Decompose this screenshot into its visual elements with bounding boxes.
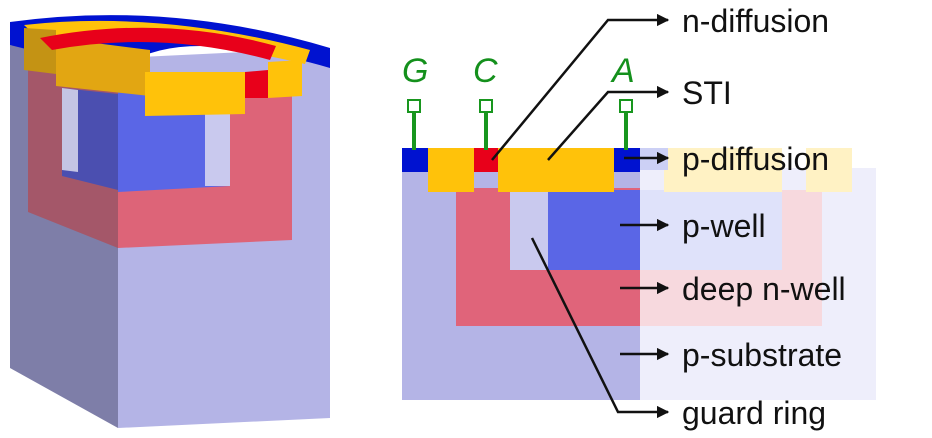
- terminal-c: [479, 99, 493, 150]
- arrow-sti: [547, 85, 670, 161]
- arrow-guard-ring: [530, 237, 670, 419]
- sti-center-block: [56, 38, 150, 96]
- n-diffusion-front: [245, 70, 268, 98]
- label-sti: STI: [682, 75, 732, 111]
- label-p-substrate: p-substrate: [682, 337, 842, 373]
- guard-ring-slot: [205, 95, 230, 186]
- label-n-diffusion: n-diffusion: [682, 3, 829, 39]
- terminal-label-c: C: [473, 52, 498, 90]
- terminal-label-g: G: [402, 52, 428, 90]
- sti-left-block: [24, 28, 56, 74]
- sti-left: [428, 148, 474, 192]
- sti-right-block: [268, 60, 302, 98]
- mirror-sti-2: [806, 148, 852, 192]
- p-diffusion-left: [402, 148, 428, 172]
- terminal-label-a: A: [610, 52, 635, 90]
- terminal-g: [407, 99, 421, 150]
- arrow-n-diffusion: [491, 13, 670, 161]
- terminal-a: [619, 99, 633, 150]
- cross-section-view: G C A n-diffusion STI p-diffusion p-well…: [402, 3, 876, 431]
- label-p-diffusion: p-diffusion: [682, 141, 829, 177]
- n-diffusion-arc: [40, 27, 276, 60]
- n-diffusion-region: [474, 148, 498, 172]
- p-diffusion-right: [614, 148, 640, 172]
- label-p-well: p-well: [682, 208, 766, 244]
- mirror-sti-1: [664, 148, 782, 192]
- sti-right: [498, 148, 614, 192]
- sti-front-block: [145, 72, 245, 116]
- label-guard-ring: guard ring: [682, 395, 826, 431]
- guard-ring-slot-left: [62, 88, 78, 172]
- isometric-cutaway-view: [10, 15, 330, 428]
- label-deep-n-well: deep n-well: [682, 271, 846, 307]
